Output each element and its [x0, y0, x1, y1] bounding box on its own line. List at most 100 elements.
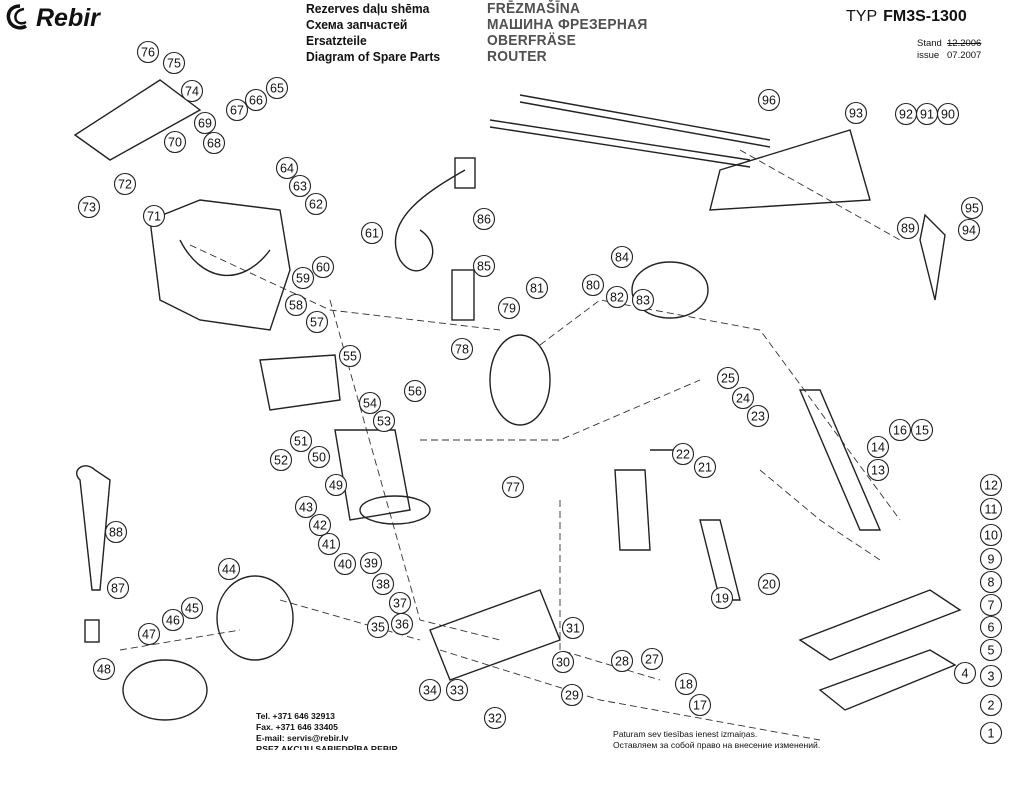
part-callout-44: 44 [217, 557, 241, 581]
part-callout-71: 71 [142, 204, 166, 228]
part-callout-22: 22 [671, 442, 695, 466]
brand-name: Rebir [36, 4, 101, 32]
part-number-label: 94 [962, 224, 976, 238]
part-callout-14: 14 [866, 435, 890, 459]
guide-rods [489, 94, 946, 301]
part-number-label: 12 [984, 479, 998, 493]
part-number-label: 61 [365, 227, 379, 241]
part-number-label: 84 [615, 251, 629, 265]
part-callout-74: 74 [180, 79, 204, 103]
part-callout-1: 1 [979, 721, 1003, 745]
part-callout-41: 41 [317, 532, 341, 556]
part-callout-80: 80 [581, 273, 605, 297]
part-callout-72: 72 [113, 172, 137, 196]
part-callout-28: 28 [610, 649, 634, 673]
part-number-label: 64 [280, 162, 294, 176]
part-number-label: 2 [988, 699, 995, 713]
part-callout-67: 67 [225, 98, 249, 122]
part-callout-66: 66 [244, 88, 268, 112]
part-callout-85: 85 [472, 254, 496, 278]
part-callout-64: 64 [275, 156, 299, 180]
part-callout-19: 19 [710, 586, 734, 610]
callout-circle [910, 418, 934, 442]
part-callout-65: 65 [265, 76, 289, 100]
part-callout-54: 54 [358, 391, 382, 415]
callout-circle [284, 293, 308, 317]
part-number-label: 68 [207, 137, 221, 151]
callout-circle [866, 458, 890, 482]
part-callout-63: 63 [288, 174, 312, 198]
part-number-label: 31 [566, 622, 580, 636]
part-number-label: 47 [142, 628, 156, 642]
part-callout-96: 96 [757, 88, 781, 112]
base-plate [429, 589, 962, 711]
part-callout-50: 50 [307, 445, 331, 469]
part-callout-21: 21 [693, 455, 717, 479]
part-callout-7: 7 [979, 593, 1003, 617]
part-number-label: 20 [762, 578, 776, 592]
part-number-label: 38 [376, 578, 390, 592]
part-callout-59: 59 [291, 266, 315, 290]
stand-label: Stand [917, 38, 942, 49]
part-callout-40: 40 [333, 552, 357, 576]
callout-circle [275, 156, 299, 180]
callout-circle [163, 130, 187, 154]
part-number-label: 92 [899, 108, 913, 122]
callout-circle [497, 296, 521, 320]
title-latvian: Rezerves daļu shēma [306, 1, 430, 16]
part-callout-16: 16 [888, 418, 912, 442]
part-number-label: 40 [338, 558, 352, 572]
part-number-label: 85 [477, 260, 491, 274]
callout-circle [888, 418, 912, 442]
callout-circle [866, 435, 890, 459]
callout-circle [445, 678, 469, 702]
stand-value: 12.2006 [947, 38, 982, 49]
rights-latvian: Paturam sev tiesības ienest izmaiņas. [613, 729, 758, 739]
part-callout-89: 89 [896, 216, 920, 240]
callout-circle [403, 379, 427, 403]
part-callout-18: 18 [674, 672, 698, 696]
callout-circle [953, 661, 977, 685]
callout-circle [338, 344, 362, 368]
part-callout-62: 62 [304, 192, 328, 216]
callout-circle [957, 218, 981, 242]
callout-circle [265, 76, 289, 100]
part-number-label: 67 [230, 104, 244, 118]
callout-circle [418, 678, 442, 702]
callout-circle [979, 523, 1003, 547]
callout-circle [693, 455, 717, 479]
part-callout-60: 60 [311, 255, 335, 279]
part-callout-4: 4 [953, 661, 977, 685]
part-number-label: 66 [249, 94, 263, 108]
part-callout-69: 69 [193, 111, 217, 135]
callout-circle [757, 88, 781, 112]
part-callout-45: 45 [180, 596, 204, 620]
part-callout-15: 15 [910, 418, 934, 442]
part-number-label: 13 [871, 464, 885, 478]
part-callout-73: 73 [77, 195, 101, 219]
callout-circle [106, 576, 130, 600]
part-number-label: 8 [988, 576, 995, 590]
part-number-label: 81 [530, 282, 544, 296]
callout-circle [113, 172, 137, 196]
part-number-label: 39 [364, 557, 378, 571]
part-number-label: 75 [167, 57, 181, 71]
callout-circle [388, 591, 412, 615]
motor-housing [73, 79, 291, 331]
issue-label: issue [917, 50, 940, 61]
part-callout-53: 53 [372, 409, 396, 433]
part-number-label: 52 [274, 454, 288, 468]
callout-circle [311, 255, 335, 279]
part-callout-95: 95 [960, 196, 984, 220]
part-number-label: 25 [721, 372, 735, 386]
part-number-label: 27 [645, 653, 659, 667]
part-number-label: 10 [984, 529, 998, 543]
part-number-label: 30 [556, 656, 570, 670]
part-number-label: 59 [296, 272, 310, 286]
callout-circle [979, 664, 1003, 688]
callout-circle [525, 276, 549, 300]
product-russian: МАШИНА ФРЕЗЕРНАЯ [487, 16, 648, 33]
callout-circle [372, 409, 396, 433]
part-number-label: 69 [198, 117, 212, 131]
